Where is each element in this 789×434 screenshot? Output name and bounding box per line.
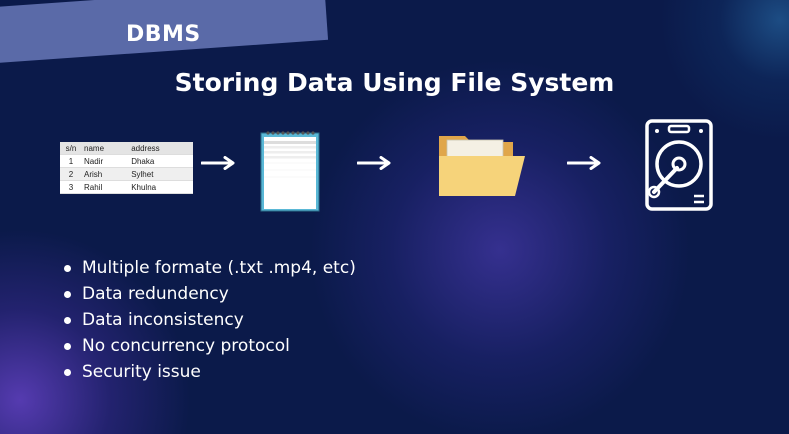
list-item: Multiple formate (.txt .mp4, etc) (62, 255, 356, 281)
table-cell: Dhaka (129, 154, 193, 168)
right-arrow-icon (567, 156, 601, 170)
table-row: 2 Arish Sylhet (60, 167, 193, 181)
table-cell: 2 (60, 167, 82, 181)
table-cell: 3 (60, 180, 82, 194)
right-arrow-icon (357, 156, 391, 170)
hard-disk-icon (645, 119, 713, 211)
table-row: 3 Rahil Khulna (60, 180, 193, 194)
banner-label: DBMS (126, 22, 201, 47)
table-header-cell: name (82, 142, 130, 155)
bullet-icon (64, 317, 71, 324)
list-item-text: Multiple formate (.txt .mp4, etc) (82, 258, 356, 278)
table-cell: 1 (60, 154, 82, 168)
list-item-text: No concurrency protocol (82, 336, 290, 356)
list-item: No concurrency protocol (62, 333, 356, 359)
list-item-text: Data inconsistency (82, 310, 244, 330)
folder-icon (439, 136, 525, 196)
table-header-cell: address (129, 142, 193, 155)
bullet-icon (64, 291, 71, 298)
table-header-row: s/n name address (60, 142, 193, 155)
slide-title: Storing Data Using File System (174, 68, 615, 97)
table-header-cell: s/n (60, 142, 82, 155)
list-item: Data inconsistency (62, 307, 356, 333)
list-item-text: Data redundency (82, 284, 229, 304)
bullet-icon (64, 343, 71, 350)
notepad-icon (260, 131, 320, 212)
table-cell: Nadir (82, 154, 130, 168)
table-cell: Sylhet (129, 167, 193, 181)
table-row: 1 Nadir Dhaka (60, 154, 193, 168)
bullet-icon (64, 369, 71, 376)
right-arrow-icon (201, 156, 235, 170)
list-item: Security issue (62, 359, 356, 385)
sample-table: s/n name address 1 Nadir Dhaka 2 Arish S… (60, 142, 193, 194)
table-cell: Arish (82, 167, 130, 181)
bullet-icon (64, 265, 71, 272)
list-item-text: Security issue (82, 362, 201, 382)
bullet-list: Multiple formate (.txt .mp4, etc) Data r… (62, 255, 356, 385)
list-item: Data redundency (62, 281, 356, 307)
table-cell: Khulna (129, 180, 193, 194)
table-cell: Rahil (82, 180, 130, 194)
